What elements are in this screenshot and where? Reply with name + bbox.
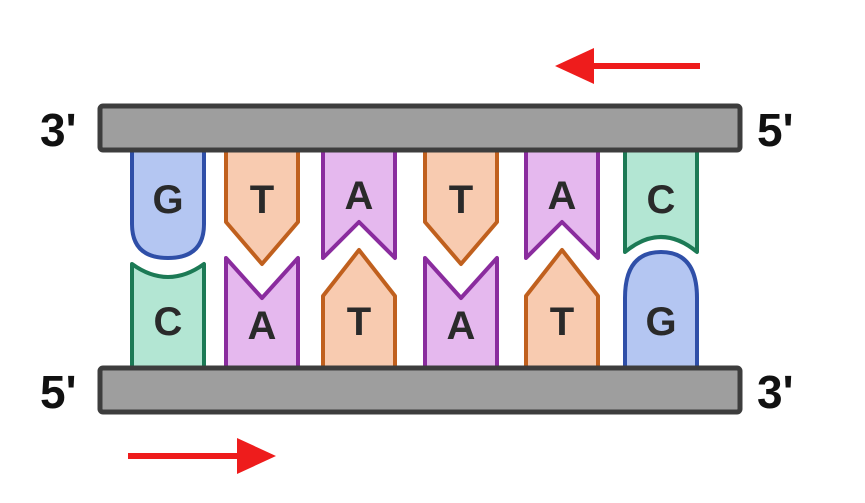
top-base-letter: A [548,174,577,218]
bottom-base-letter: A [447,304,476,348]
bottom-arrow-head [237,438,276,474]
bottom-base-3-A: A [423,256,499,370]
bottom-base-letter: A [248,304,277,348]
bottom-base-shape [130,262,206,370]
top-base-shape [623,148,699,254]
bottom-base-letter: C [154,300,183,344]
bottom-base-0-C: C [130,262,206,370]
top-base-shape [130,148,206,260]
top-base-3-T: T [423,148,499,266]
top-direction-arrow [555,48,700,84]
bottom-left-end-label: 5' [40,366,77,418]
bottom-base-letter: T [347,300,371,344]
top-backbone [97,103,743,153]
top-base-1-T: T [224,148,300,266]
top-base-5-C: C [623,148,699,254]
bottom-base-letter: T [550,300,574,344]
top-base-letter: G [152,178,183,222]
top-base-0-G: G [130,148,206,260]
bottom-base-shape [623,250,699,370]
bottom-backbone [97,365,743,415]
top-base-2-A: A [321,148,397,260]
bottom-base-4-T: T [524,248,600,370]
top-arrow-head [555,48,594,84]
bottom-right-end-label: 3' [757,366,794,418]
top-base-letter: A [345,174,374,218]
bottom-base-2-T: T [321,248,397,370]
bottom-base-letter: G [645,300,676,344]
top-right-end-label: 5' [757,104,794,156]
bottom-direction-arrow [128,438,276,474]
top-base-letter: C [647,178,676,222]
top-base-4-A: A [524,148,600,260]
top-base-letter: T [250,178,274,222]
bottom-base-5-G: G [623,250,699,370]
base-pairs: G T A T A C C A T A T G [130,148,699,370]
top-base-letter: T [449,178,473,222]
top-left-end-label: 3' [40,104,77,156]
bottom-base-1-A: A [224,256,300,370]
